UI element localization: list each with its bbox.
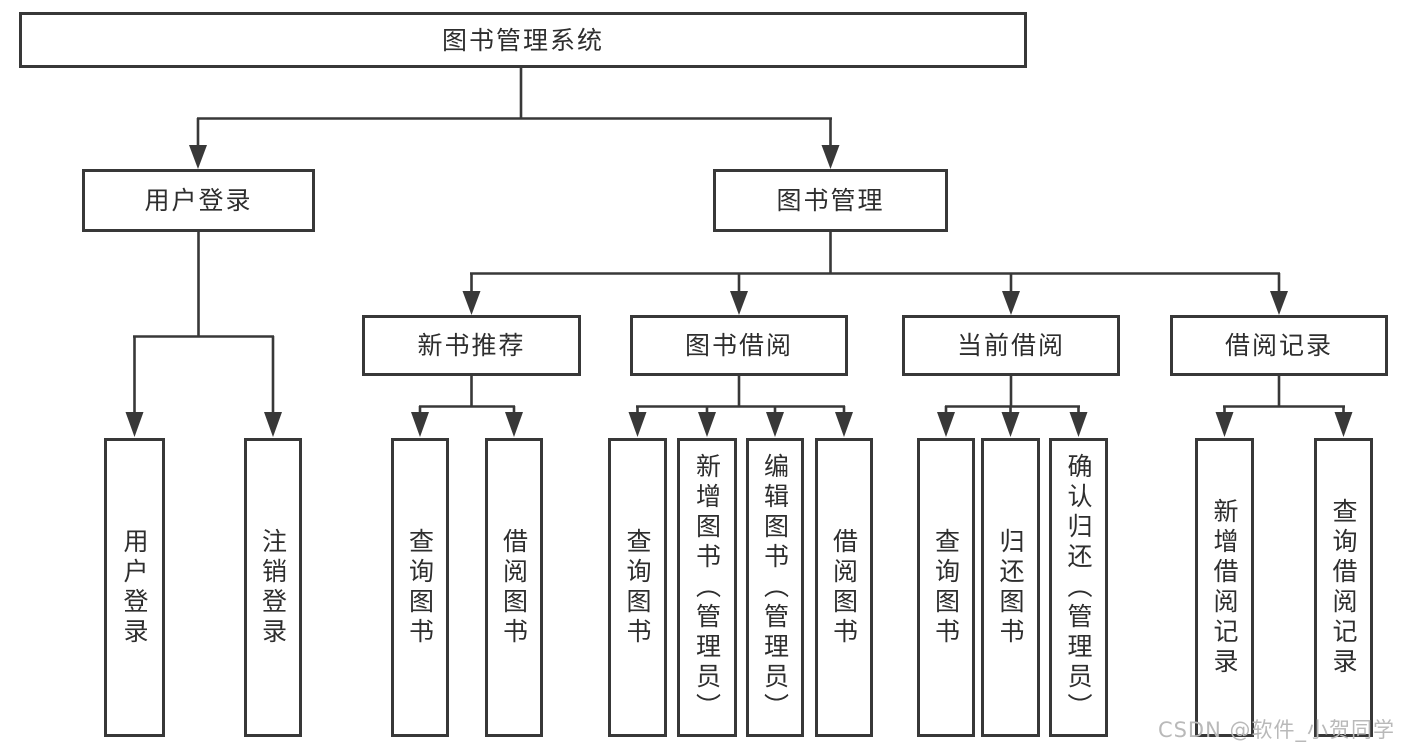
leaf-return-books: 归还图书	[981, 438, 1040, 737]
leaf-add-borrow-record: 新增借阅记录	[1195, 438, 1254, 737]
node-label: 查询图书	[931, 527, 961, 648]
node-label: 注销登录	[258, 527, 288, 648]
node-label: 当前借阅	[956, 331, 1065, 360]
node-borrowing-records: 借阅记录	[1170, 315, 1388, 376]
node-book-borrowing: 图书借阅	[630, 315, 848, 376]
node-label: 确认归还（管理员）	[1064, 452, 1093, 723]
leaf-borrow-books: 借阅图书	[815, 438, 873, 737]
leaf-borrow-books-recommend: 借阅图书	[485, 438, 543, 737]
node-label: 新增图书（管理员）	[692, 452, 722, 723]
node-label: 编辑图书（管理员）	[760, 452, 790, 723]
node-label: 图书管理系统	[441, 25, 604, 55]
node-root-library-system: 图书管理系统	[19, 12, 1027, 68]
node-user-login-branch: 用户登录	[82, 169, 315, 232]
node-label: 借阅图书	[829, 527, 859, 648]
leaf-query-borrow-record: 查询借阅记录	[1314, 438, 1373, 737]
csdn-watermark: CSDN @软件_小贺同学	[1157, 718, 1395, 742]
node-label: 新增借阅记录	[1210, 497, 1239, 678]
node-book-management-branch: 图书管理	[713, 169, 948, 232]
leaf-query-books-current: 查询图书	[917, 438, 975, 737]
node-label: 新书推荐	[417, 331, 526, 360]
node-label: 查询图书	[623, 527, 652, 648]
leaf-edit-books-admin: 编辑图书（管理员）	[746, 438, 804, 737]
leaf-user-login: 用户登录	[104, 438, 165, 737]
node-label: 借阅图书	[499, 527, 529, 648]
node-label: 归还图书	[996, 527, 1025, 648]
leaf-confirm-return-admin: 确认归还（管理员）	[1049, 438, 1108, 737]
leaf-query-books-borrowing: 查询图书	[608, 438, 667, 737]
leaf-add-books-admin: 新增图书（管理员）	[677, 438, 737, 737]
node-label: 用户登录	[144, 186, 253, 215]
node-label: 用户登录	[120, 527, 149, 648]
node-label: 图书借阅	[684, 331, 793, 360]
node-current-borrowing: 当前借阅	[902, 315, 1120, 376]
node-label: 图书管理	[776, 186, 885, 215]
leaf-query-books-recommend: 查询图书	[391, 438, 449, 737]
node-new-book-recommendation: 新书推荐	[362, 315, 581, 376]
node-label: 查询图书	[405, 527, 435, 648]
node-label: 借阅记录	[1224, 331, 1333, 360]
leaf-logout: 注销登录	[244, 438, 302, 737]
node-label: 查询借阅记录	[1329, 497, 1358, 678]
